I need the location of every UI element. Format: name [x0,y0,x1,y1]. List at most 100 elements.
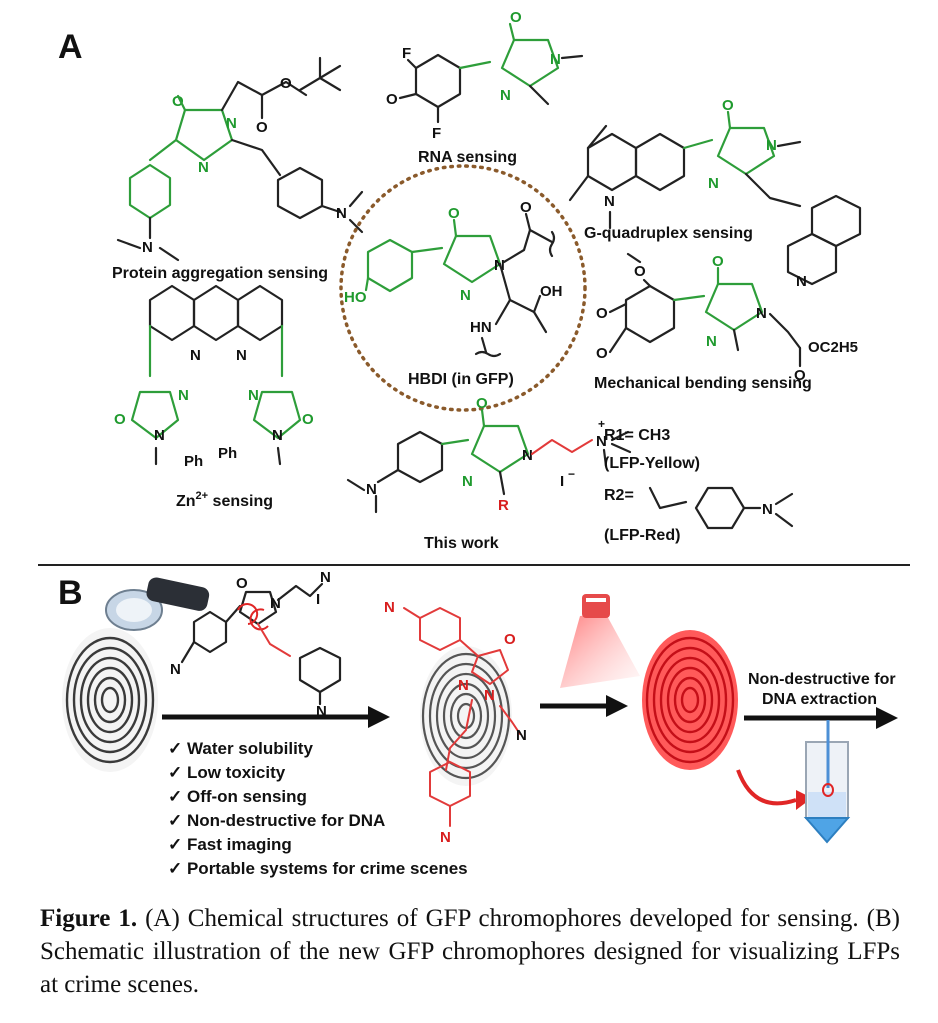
atom-n: N [462,473,473,490]
label-zn-sensing: Zn2+ sensing [176,490,273,510]
atom-o: O [712,253,724,270]
atom-n: N [272,427,283,444]
label-mechanical-bending: Mechanical bending sensing [594,375,812,392]
lfp-molecule-red: N O N N N N [384,599,527,846]
arrow-1-head [368,706,390,728]
atom-n: N [762,501,773,518]
atom-ho: HO [344,289,367,306]
r2-definition: R2= [604,487,634,504]
zn-label-sup: 2+ [196,490,209,502]
atom-n: N [458,677,469,694]
atom-f: F [432,125,441,142]
label-hbdi: HBDI (in GFP) [408,371,514,388]
atom-o: O [476,395,488,412]
arrow-2-head [606,695,628,717]
atom-o: O [634,263,646,280]
atom-o: O [302,411,314,428]
feature-item: ✓ Fast imaging [168,835,292,854]
atom-n: N [460,287,471,304]
plus-charge: + [598,417,605,431]
rna-sensing-molecule: F F O O N N [386,9,584,142]
atom-n: N [384,599,395,616]
atom-o: O [448,205,460,222]
atom-n: N [236,347,247,364]
mechanical-bending-molecule: O O O O N N O OC2H5 [596,252,858,384]
red-light-lamp-icon [560,594,640,688]
feature-item: ✓ Portable systems for crime scenes [168,859,468,878]
atom-n: N [366,481,377,498]
dna-label-line1: Non-destructive for [748,671,896,688]
hbdi-dotted-circle [339,164,587,412]
atom-f: F [402,45,411,62]
atom-o: O [520,199,532,216]
flashlight-icon [105,577,210,631]
features-list: ✓ Water solubility ✓ Low toxicity ✓ Off-… [168,739,468,878]
atom-oc2h5: OC2H5 [808,339,858,356]
panel-a-letter: A [58,28,83,66]
atom-n: N [522,447,533,464]
atom-o: O [386,91,398,108]
atom-i: I [316,591,320,608]
atom-o: O [114,411,126,428]
hbdi-molecule: HO O N N O OH HN [344,199,563,358]
fingerprint-grey-icon [62,628,158,772]
r1-definition: R1= CH3 [604,427,670,444]
atom-n: N [170,661,181,678]
r2-styryl-structure: N [648,486,794,530]
atom-n: N [248,387,259,404]
atom-o: O [596,345,608,362]
zn-label-tail: sensing [208,493,273,510]
atom-n: N [178,387,189,404]
g-quadruplex-molecule: N O N N N [568,97,862,290]
this-work-molecule: N O N N R N + I − [346,395,632,514]
atom-n: N [756,305,767,322]
atom-n: N [796,273,807,290]
atom-n: N [500,87,511,104]
atom-n: N [484,687,495,704]
label-g-quadruplex: G-quadruplex sensing [584,225,753,242]
atom-n: N [142,239,153,256]
atom-n: N [596,433,607,450]
r1-name: (LFP-Yellow) [604,455,700,472]
atom-n: N [708,175,719,192]
atom-ph: Ph [218,445,237,462]
atom-ph: Ph [184,453,203,470]
curved-red-arrow [736,769,797,806]
atom-hn: HN [470,319,492,336]
atom-n: N [316,703,327,720]
atom-n: N [190,347,201,364]
lfp-molecule-dark: N O N N I N [170,569,342,720]
atom-o: O [256,119,268,136]
test-tube-icon [803,720,851,844]
feature-item: ✓ Low toxicity [168,763,286,782]
figure-caption: Figure 1. (A) Chemical structures of GFP… [40,902,900,1001]
atom-o: O [172,93,184,110]
panel-b-letter: B [58,574,83,612]
atom-n: N [336,205,347,222]
zn-sensing-molecule: N N O N N Ph O N N Ph [114,284,314,470]
atom-n: N [550,51,561,68]
atom-n: N [766,137,777,154]
caption-label: Figure 1. [40,905,138,932]
figure-1: A O N N O O N N Protein aggregation sens… [38,9,910,878]
atom-oh: OH [540,283,563,300]
label-protein-aggregation: Protein aggregation sensing [112,265,328,282]
fingerprint-red-icon [642,630,738,770]
atom-o: O [722,97,734,114]
feature-item: ✓ Off-on sensing [168,787,307,806]
protein-aggregation-molecule: O N N O O N N [116,56,364,262]
feature-item: ✓ Non-destructive for DNA [168,811,385,830]
atom-n: N [198,159,209,176]
fingerprint-stained-icon: N O N N N N [384,599,527,846]
atom-o: O [596,305,608,322]
atom-o: O [510,9,522,26]
atom-n: N [516,727,527,744]
label-rna-sensing: RNA sensing [418,149,517,166]
arrow-3-head [876,707,898,729]
minus-charge: − [568,467,575,481]
atom-n: N [320,569,331,586]
atom-n: N [440,829,451,846]
atom-o: O [280,75,292,92]
label-this-work: This work [424,535,499,552]
feature-item: ✓ Water solubility [168,739,313,758]
